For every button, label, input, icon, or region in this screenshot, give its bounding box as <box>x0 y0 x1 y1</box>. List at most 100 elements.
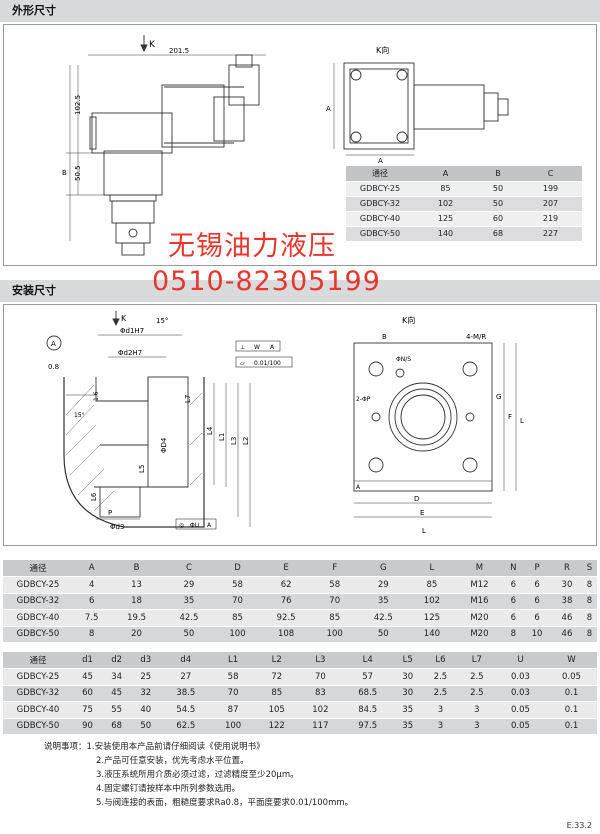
cell: 6 <box>522 593 552 610</box>
install-section-header: 安装尺寸 <box>0 280 600 302</box>
note-item: 4.固定螺钉请按样本中所列参数选用。 <box>96 784 241 794</box>
cell: 42.5 <box>162 609 216 627</box>
dim-angle: 15° <box>156 317 168 325</box>
table-row: GDBCY-50 140 68 227 <box>346 226 582 242</box>
cell: 3 <box>422 701 459 719</box>
cell: 83 <box>298 685 343 702</box>
th: R <box>552 560 582 577</box>
cell: 85 <box>414 181 477 197</box>
kview-dim-mr: 4-M/R <box>466 333 486 341</box>
dim-l4: L4 <box>206 426 214 435</box>
dim-l7: L7 <box>184 395 192 403</box>
cell: 0.1 <box>545 718 597 735</box>
kview-title: K向 <box>376 45 389 55</box>
cell: 85 <box>215 609 260 627</box>
tol3-datum: A <box>207 522 212 529</box>
outline-th: C <box>519 166 582 182</box>
outline-section-header: 外形尺寸 <box>0 0 600 22</box>
th: A <box>73 560 111 577</box>
cell: 60 <box>73 685 103 702</box>
cell: 85 <box>312 609 358 627</box>
cell: 30 <box>393 685 423 702</box>
th: D <box>215 560 260 577</box>
th: W <box>545 652 597 669</box>
cell: 105 <box>254 701 299 719</box>
dim-d1: Φd1H7 <box>120 327 144 335</box>
cell: 70 <box>298 668 343 686</box>
cell: 76 <box>259 593 313 610</box>
cell: 0.05 <box>495 701 546 719</box>
note-item: 5.与阀连接的表面，粗糙度要求Ra0.8，平面度要求0.01/100mm。 <box>96 798 354 808</box>
cell: M20 <box>454 609 505 627</box>
cell: 8 <box>581 609 597 627</box>
cell: 0.05 <box>495 718 546 735</box>
install-dimension-table-2: 通径 d1 d2 d3 d4 L1 L2 L3 L4 L5 L6 L7 U W … <box>3 652 597 735</box>
th: N <box>504 560 523 577</box>
th: L4 <box>342 652 394 669</box>
kview-dim-l-side: L <box>520 417 524 425</box>
cell: 87 <box>211 701 255 719</box>
cell: 2.5 <box>422 668 459 686</box>
th: C <box>162 560 216 577</box>
cell: 30 <box>393 668 423 686</box>
install-drawing-panel: K A Φd1H7 Φd2H7 15° 0.8 1.6 15° ⊥ W A ▱ … <box>3 304 597 546</box>
tol2-value: 0.01/100 <box>254 360 281 367</box>
cell: 227 <box>519 226 582 242</box>
kview-dim-a: A <box>356 484 361 491</box>
th: d2 <box>102 652 132 669</box>
cell: 2.5 <box>458 668 496 686</box>
kview-dim-f: F <box>508 413 512 421</box>
outline-th: A <box>414 166 477 182</box>
cell: 92.5 <box>259 609 313 627</box>
cell: 55 <box>102 701 132 719</box>
th: L1 <box>211 652 255 669</box>
dim-l1: L1 <box>218 433 226 441</box>
cell: 46 <box>552 609 582 627</box>
kview-dim-a-side: A <box>326 105 331 113</box>
outline-drawing-panel: K 201.5 102.5 50.5 B K向 A A C <box>3 24 597 266</box>
cell: GDBCY-32 <box>346 196 414 212</box>
th: d3 <box>131 652 161 669</box>
tol1-datum: A <box>270 344 275 351</box>
dim-102-5: 102.5 <box>74 95 82 115</box>
cell: 32 <box>131 685 161 702</box>
notes-label: 说明事项： <box>44 742 87 752</box>
cell: M20 <box>454 626 505 643</box>
notes-block: 说明事项：1.安装使用本产品前请仔细阅读《使用说明书》 2.产品可任意安装，优先… <box>44 740 353 810</box>
tol1-value: W <box>254 344 260 351</box>
cell: 6 <box>522 576 552 594</box>
outline-th: B <box>477 166 519 182</box>
cell: 2.5 <box>422 685 459 702</box>
install-drawing: K A Φd1H7 Φd2H7 15° 0.8 1.6 15° ⊥ W A ▱ … <box>46 311 524 535</box>
install-k-label: K <box>121 314 127 323</box>
th: G <box>357 560 410 577</box>
cell: 4 <box>73 576 111 594</box>
th: L7 <box>458 652 496 669</box>
cell: GDBCY-50 <box>346 226 414 242</box>
cell: 62.5 <box>160 718 212 735</box>
th: L6 <box>422 652 459 669</box>
th: d4 <box>160 652 212 669</box>
roughness-08: 0.8 <box>48 363 59 371</box>
note-text: 1.安装使用本产品前请仔细阅读《使用说明书》 <box>86 742 265 752</box>
th: 通径 <box>3 560 73 577</box>
cell: 0.1 <box>545 685 597 702</box>
cell: 13 <box>110 576 163 594</box>
cell: GDBCY-25 <box>3 576 73 594</box>
cell: 75 <box>73 701 103 719</box>
cell: 50 <box>357 626 410 643</box>
cell: 29 <box>357 576 410 594</box>
th: L3 <box>298 652 343 669</box>
cell: 18 <box>110 593 163 610</box>
cell: 40 <box>131 701 161 719</box>
page-number: E.33.2 <box>566 821 592 830</box>
cell: 85 <box>409 576 455 594</box>
kview-dim-d: D <box>414 495 419 503</box>
th: d1 <box>73 652 103 669</box>
cell: 100 <box>211 718 255 735</box>
